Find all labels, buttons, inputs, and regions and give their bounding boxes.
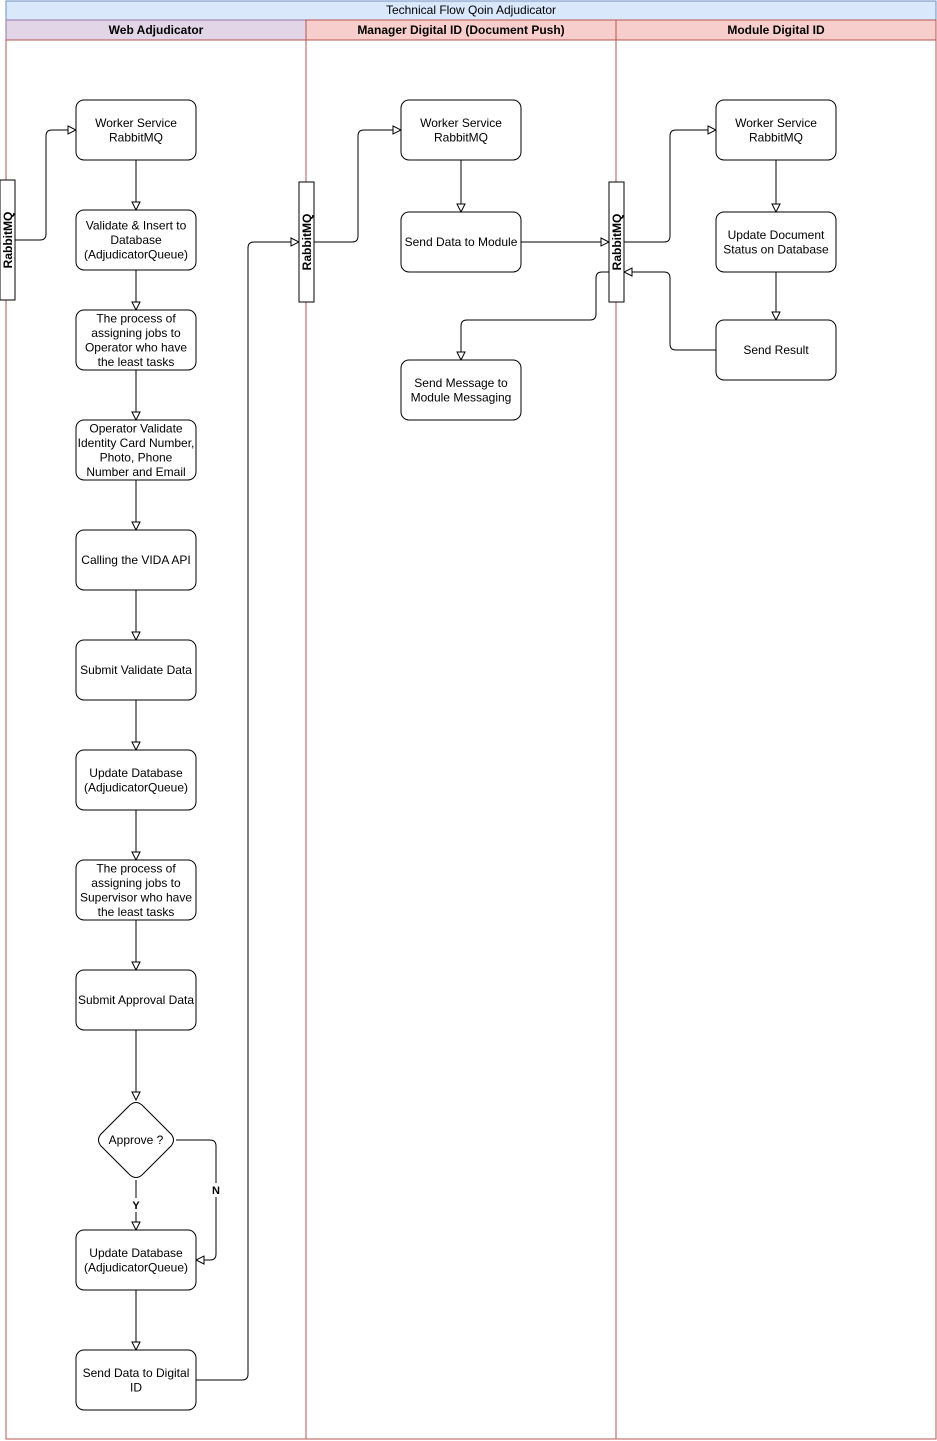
node-wa-update-db-1-label: Update Database(AdjudicatorQueue) [84, 766, 188, 795]
edge-rmq3-to-send-message [461, 271, 609, 360]
node-wa-update-db-2-label: Update Database(AdjudicatorQueue) [84, 1246, 188, 1275]
edge-label-yes: Y [132, 1200, 140, 1212]
edge-rmq2-to-md-worker [314, 130, 401, 243]
rabbitmq-bar-2: RabbitMQ [298, 181, 315, 303]
node-wa-submit-validate: Submit Validate Data [75, 639, 197, 701]
node-md-send-module: Send Data to Module [400, 211, 522, 273]
node-mod-send-result: Send Result [715, 319, 837, 381]
rabbitmq-bar-1: RabbitMQ [0, 179, 16, 301]
edge-approve-no [176, 1139, 217, 1260]
edge-send-digital-to-rmq2 [196, 242, 299, 1381]
node-mod-send-result-label: Send Result [743, 343, 809, 357]
rabbitmq-bar-3: RabbitMQ [608, 181, 625, 303]
node-wa-vida-api-label: Calling the VIDA API [81, 553, 190, 567]
lane-label-module-digital-id: Module Digital ID [727, 23, 825, 37]
edge-send-result-to-rmq3 [624, 272, 716, 351]
node-wa-vida-api: Calling the VIDA API [75, 529, 197, 591]
node-wa-approve-decision-label: Approve ? [109, 1133, 164, 1147]
edge-rmq3-to-mod-worker [624, 130, 716, 243]
lane-body-module-digital-id [615, 39, 937, 1440]
rabbitmq-bar-1-label: RabbitMQ [1, 212, 15, 269]
rabbitmq-bar-3-label: RabbitMQ [610, 214, 624, 271]
node-wa-submit-validate-label: Submit Validate Data [80, 663, 192, 677]
rabbitmq-bar-2-label: RabbitMQ [300, 214, 314, 271]
diagram-title: Technical Flow Qoin Adjudicator [386, 3, 556, 17]
edge-label-no: N [212, 1185, 220, 1197]
node-wa-submit-approval: Submit Approval Data [75, 969, 197, 1031]
node-md-send-module-label: Send Data to Module [405, 235, 518, 249]
lane-label-manager-digital-id: Manager Digital ID (Document Push) [357, 23, 564, 37]
node-wa-submit-approval-label: Submit Approval Data [78, 993, 194, 1007]
node-wa-approve-decision: Approve ? [98, 1102, 174, 1178]
lane-label-web-adjudicator: Web Adjudicator [109, 23, 204, 37]
edge-rmq1-to-wa-worker [15, 130, 76, 241]
node-wa-update-db-2: Update Database(AdjudicatorQueue) [75, 1229, 197, 1291]
node-wa-update-db-1: Update Database(AdjudicatorQueue) [75, 749, 197, 811]
